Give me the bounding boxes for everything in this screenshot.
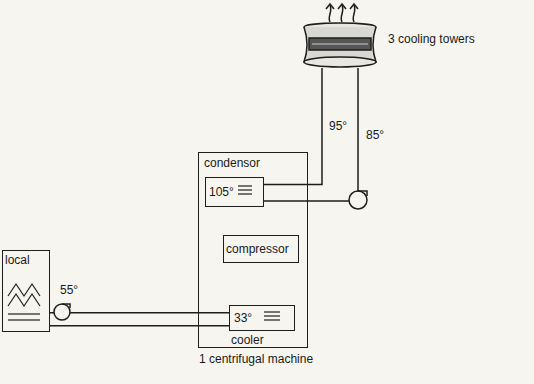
node-label: local bbox=[5, 253, 51, 267]
node-label: cooler bbox=[231, 333, 339, 347]
node-label: condensor bbox=[204, 156, 312, 170]
fan-coil-symbol bbox=[8, 284, 40, 320]
node-label: 33° bbox=[234, 311, 298, 325]
machine-housing: condensorcooler1 centrifugal machine105°… bbox=[198, 152, 308, 348]
node-label: 3 cooling towers bbox=[388, 32, 468, 46]
node-label: 105° bbox=[209, 185, 266, 199]
pipe-connector bbox=[264, 68, 322, 185]
temperature-label: 55° bbox=[58, 283, 80, 297]
pipe-connector bbox=[264, 68, 358, 201]
node-label: compressor bbox=[226, 242, 300, 256]
pipe-connector bbox=[50, 312, 229, 313]
temperature-label: 85° bbox=[364, 128, 386, 142]
local-unit: local bbox=[2, 250, 50, 332]
compressor-box: compressor bbox=[223, 235, 299, 263]
node-label: 1 centrifugal machine bbox=[199, 352, 307, 366]
cooling-tower-symbol bbox=[304, 23, 376, 67]
condenser-box: 105° bbox=[205, 177, 264, 207]
cooling-tower: 3 cooling towers bbox=[300, 22, 380, 68]
cooler-box: 33° bbox=[229, 305, 295, 331]
pump-symbol bbox=[54, 191, 367, 320]
pipe-connector bbox=[50, 325, 229, 326]
temperature-label: 95° bbox=[327, 119, 349, 133]
steam-arrows bbox=[326, 4, 358, 22]
